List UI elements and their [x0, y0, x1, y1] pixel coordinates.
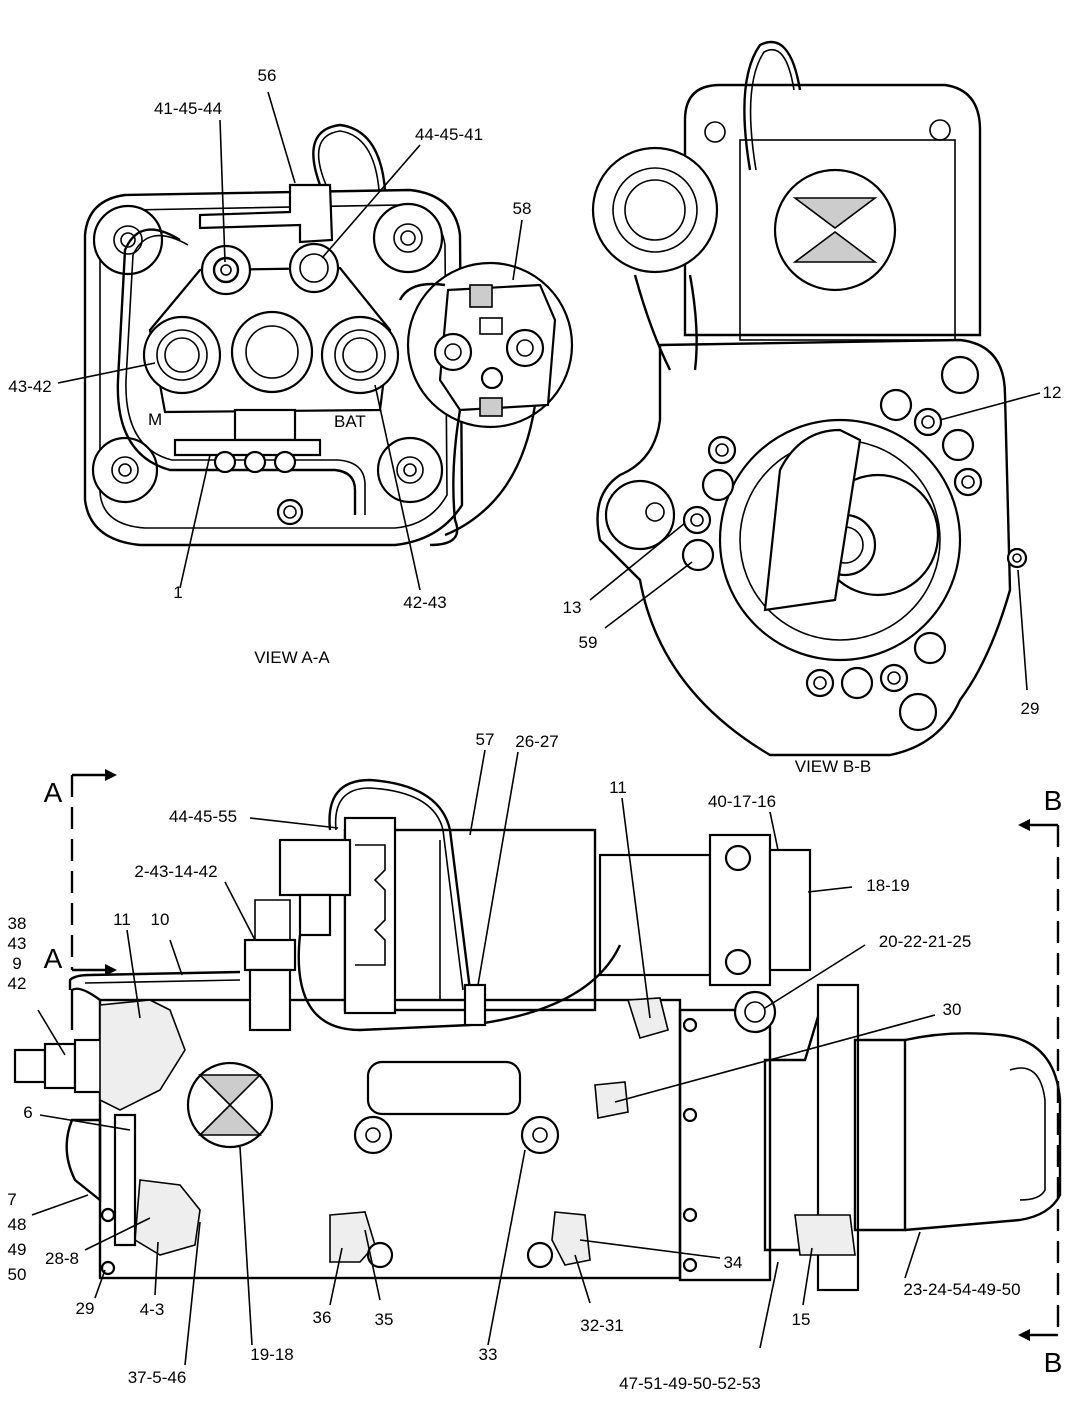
- callout-44-45-41: 44-45-41: [415, 125, 483, 144]
- callout-15: 15: [792, 1310, 811, 1329]
- side-view-drawing: [13, 778, 1062, 1292]
- bat-terminal-text: BAT: [334, 412, 366, 431]
- section-a-marker: [70, 769, 117, 976]
- callout-58: 58: [513, 199, 532, 218]
- callout-35: 35: [375, 1310, 394, 1329]
- callout-18-19: 18-19: [866, 876, 909, 895]
- callout-41-45-44: 41-45-44: [154, 99, 222, 118]
- callout-1: 1: [173, 583, 182, 602]
- callout-13: 13: [563, 598, 582, 617]
- callout-11-top: 11: [609, 778, 627, 797]
- section-b-label-bottom: B: [1044, 1347, 1063, 1378]
- callout-50: 50: [8, 1265, 27, 1284]
- callout-43-42: 43-42: [8, 377, 51, 396]
- callout-4-3: 4-3: [140, 1300, 165, 1319]
- view-bb-drawing: [591, 40, 1028, 757]
- callout-43: 43: [8, 934, 27, 953]
- callout-33: 33: [479, 1345, 498, 1364]
- section-a-label-top: A: [44, 777, 63, 808]
- callout-59: 59: [579, 633, 598, 652]
- callout-36: 36: [313, 1308, 332, 1327]
- callout-labels: 56 41-45-44 44-45-41 58 43-42 1 42-43 VI…: [7, 66, 1062, 1393]
- callout-49: 49: [8, 1240, 27, 1259]
- callout-48: 48: [8, 1215, 27, 1234]
- callout-32-31: 32-31: [580, 1316, 623, 1335]
- view-aa-drawing: M BAT: [83, 123, 574, 547]
- view-bb-title: VIEW B-B: [795, 757, 872, 776]
- callout-28-8: 28-8: [45, 1249, 79, 1268]
- callout-12: 12: [1043, 383, 1062, 402]
- callout-20-22-21-25: 20-22-21-25: [879, 932, 972, 951]
- section-b-marker: [1018, 819, 1060, 1341]
- callout-38: 38: [8, 914, 27, 933]
- callout-34: 34: [724, 1253, 743, 1272]
- callout-2-43-14-42: 2-43-14-42: [134, 862, 217, 881]
- callout-6: 6: [23, 1103, 32, 1122]
- housing-mark: M: [148, 410, 162, 429]
- section-a-label-bottom: A: [44, 943, 63, 974]
- callout-42: 42: [8, 974, 27, 993]
- callout-56: 56: [258, 66, 277, 85]
- section-b-label-top: B: [1044, 785, 1063, 816]
- callout-47-51-49-50-52-53: 47-51-49-50-52-53: [619, 1374, 761, 1393]
- callout-11-left: 11: [113, 910, 131, 929]
- callout-29-left: 29: [76, 1299, 95, 1318]
- view-aa-title: VIEW A-A: [254, 648, 330, 667]
- callout-44-45-55: 44-45-55: [169, 807, 237, 826]
- callout-10: 10: [151, 910, 170, 929]
- callout-9: 9: [12, 954, 21, 973]
- callout-40-17-16: 40-17-16: [708, 792, 776, 811]
- callout-29-bb: 29: [1021, 699, 1040, 718]
- callout-30: 30: [943, 1000, 962, 1019]
- callout-26-27: 26-27: [515, 732, 558, 751]
- leader-lines: [31, 91, 1041, 1366]
- callout-42-43: 42-43: [403, 593, 446, 612]
- callout-19-18: 19-18: [250, 1345, 293, 1364]
- callout-37-5-46: 37-5-46: [128, 1368, 187, 1387]
- callout-57: 57: [476, 730, 495, 749]
- callout-23-24-54-49-50: 23-24-54-49-50: [903, 1280, 1020, 1299]
- callout-7: 7: [7, 1190, 16, 1209]
